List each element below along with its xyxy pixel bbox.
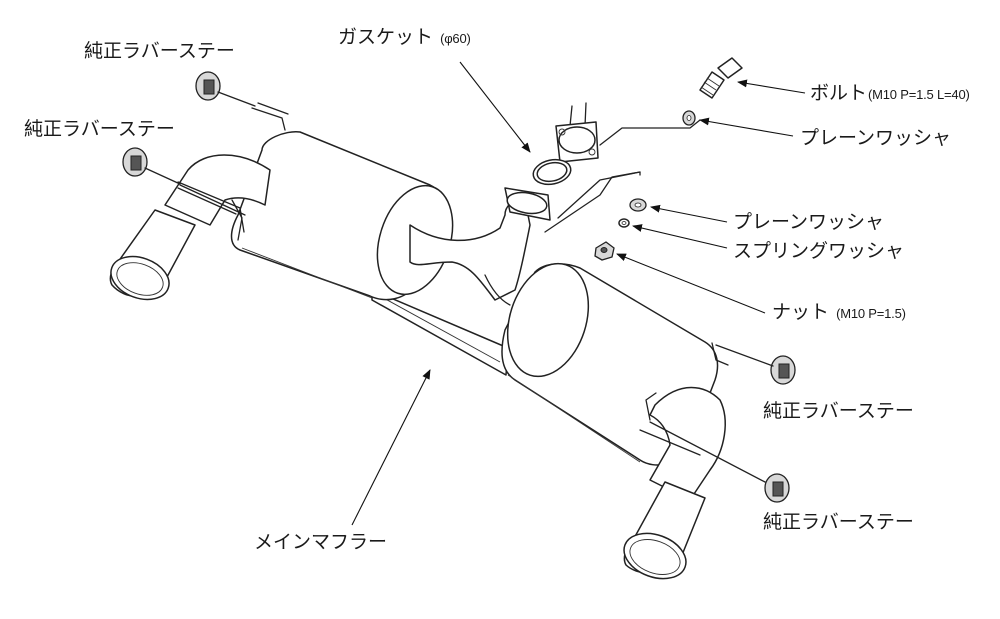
gasket-ring: [532, 158, 572, 186]
spring-washer-label: スプリングワッシャ: [733, 240, 905, 262]
rubber-stay-right-lower-part: [649, 421, 790, 503]
rubber-stay-right-upper-part: [715, 344, 796, 385]
nut-part: [594, 241, 615, 261]
right-tailpipe: [623, 342, 729, 580]
rubber-stay-right-upper-label: 純正ラバーステー: [763, 400, 914, 422]
left-muffler-can: [230, 131, 454, 301]
gasket-spec: (φ60): [440, 31, 471, 46]
spring-washer-part: [618, 218, 630, 228]
plain-washer-upper-label: プレーンワッシャ: [800, 127, 952, 149]
rubber-stay-top-part: [195, 71, 256, 107]
nut-label: ナット (M10 P=1.5): [772, 301, 906, 323]
stay-brackets: [177, 102, 289, 233]
center-y-pipe: [409, 187, 551, 306]
main-muffler-label: メインマフラー: [254, 531, 388, 553]
gasket-label: ガスケット (φ60): [338, 26, 471, 48]
rubber-stay-top-label: 純正ラバーステー: [84, 40, 235, 62]
leader-lines: [351, 61, 806, 526]
assembly-guide-lines: [544, 119, 701, 233]
plain-washer-lower-label: プレーンワッシャ: [733, 211, 885, 233]
rubber-stay-left-label: 純正ラバーステー: [24, 118, 175, 140]
plain-washer-upper-part: [682, 110, 696, 126]
inlet-pipe-flange: [555, 102, 599, 163]
bolt-spec: (M10 P=1.5 L=40): [868, 87, 970, 102]
bolt-label: ボルト(M10 P=1.5 L=40): [810, 82, 970, 104]
bolt-part: [699, 57, 743, 99]
left-tailpipe: [109, 154, 271, 301]
rubber-stay-right-lower-label: 純正ラバーステー: [763, 511, 914, 533]
mounting-plate: [371, 289, 509, 376]
nut-spec: (M10 P=1.5): [836, 306, 906, 321]
plain-washer-lower-part: [629, 198, 647, 212]
rubber-stay-left-part: [122, 147, 181, 185]
